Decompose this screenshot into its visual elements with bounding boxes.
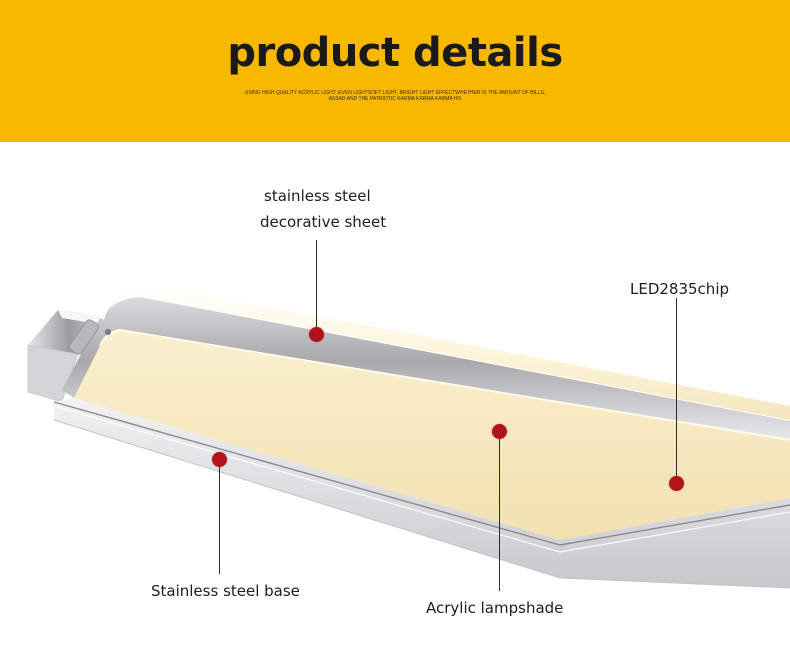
banner-subtitle: USING HIGH QUALITY ACRYLIC LIGHT, EVEN L… — [244, 90, 546, 102]
steel-base — [54, 398, 790, 588]
acrylic-face — [74, 330, 790, 540]
label-steel-base: Stainless steel base — [151, 582, 300, 600]
marker-steel-sheet — [309, 327, 324, 342]
page-title: product details — [227, 30, 563, 76]
label-acrylic-lampshade: Acrylic lampshade — [426, 599, 564, 617]
decorative-sheet — [62, 296, 790, 440]
leader-line-led — [676, 298, 677, 483]
leader-line-steel-sheet — [316, 240, 317, 332]
leader-line-acrylic — [499, 432, 500, 591]
label-led-chip: LED2835chip — [630, 280, 730, 298]
marker-led-chip — [669, 476, 684, 491]
header-banner: product details USING HIGH QUALITY ACRYL… — [0, 0, 790, 142]
marker-acrylic-shade — [492, 424, 507, 439]
acrylic-rim — [100, 284, 790, 420]
leader-line-base — [219, 460, 220, 574]
label-stainless-steel: stainless steel — [264, 187, 371, 205]
marker-steel-base — [212, 452, 227, 467]
label-decorative-sheet: decorative sheet — [260, 213, 387, 231]
